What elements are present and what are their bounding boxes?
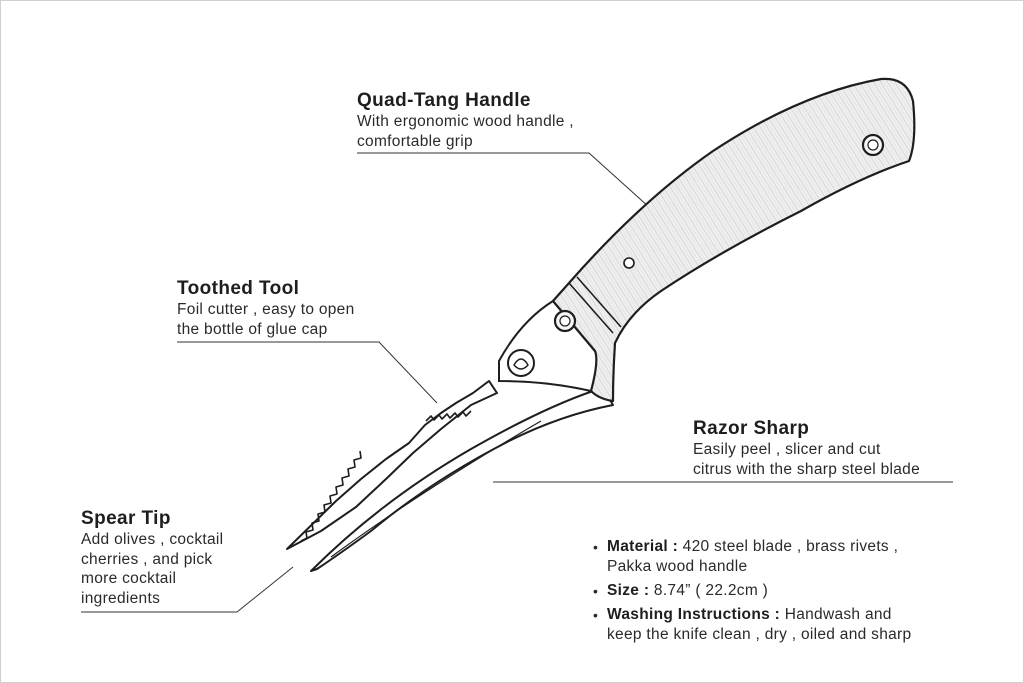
spec-key: Washing Instructions : [607, 606, 781, 623]
bullet-icon: • [593, 539, 599, 555]
spec-value-continued: keep the knife clean , dry , oiled and s… [607, 626, 912, 643]
leader-spear [81, 566, 294, 613]
toothed-tool-arm [286, 380, 498, 550]
callout-razor-sharp: Razor Sharp Easily peel , slicer and cut… [693, 417, 920, 479]
spec-value: Handwash and [784, 606, 892, 623]
leader-handle [357, 152, 650, 208]
spec-key: Material : [607, 538, 679, 555]
spec-washing-instructions: • Washing Instructions : Handwash and ke… [593, 605, 993, 645]
callout-title: Spear Tip [81, 508, 171, 529]
bullet-icon: • [593, 607, 599, 623]
callout-title: Quad-Tang Handle [357, 90, 531, 111]
leader-toothed [177, 341, 438, 404]
callout-quad-tang-handle: Quad-Tang Handle With ergonomic wood han… [357, 89, 574, 151]
blade [310, 390, 614, 572]
callout-spear-tip: Spear Tip Add olives , cocktail cherries… [81, 507, 223, 608]
spec-value-continued: Pakka wood handle [607, 558, 748, 575]
bolster [498, 299, 615, 401]
callout-toothed-tool: Toothed Tool Foil cutter , easy to open … [177, 277, 355, 339]
callout-description: Add olives , cocktail cherries , and pic… [81, 531, 224, 607]
callout-title: Toothed Tool [177, 278, 300, 299]
leader-lines [81, 152, 953, 613]
handle [551, 77, 916, 403]
callout-description: With ergonomic wood handle , comfortable… [357, 113, 574, 150]
spec-value: 8.74” ( 22.2cm ) [653, 582, 769, 599]
spec-value: 420 steel blade , brass rivets , [682, 538, 899, 555]
callout-description: Foil cutter , easy to open the bottle of… [177, 301, 355, 338]
pin-icon [623, 257, 635, 269]
spec-size: • Size : 8.74” ( 22.2cm ) [593, 581, 993, 601]
spec-list: • Material : 420 steel blade , brass riv… [593, 537, 993, 649]
spec-key: Size : [607, 582, 650, 599]
bullet-icon: • [593, 583, 599, 599]
spec-material: • Material : 420 steel blade , brass riv… [593, 537, 993, 577]
logo-icon [507, 349, 535, 377]
callout-description: Easily peel , slicer and cut citrus with… [693, 441, 921, 478]
callout-title: Razor Sharp [693, 418, 810, 439]
